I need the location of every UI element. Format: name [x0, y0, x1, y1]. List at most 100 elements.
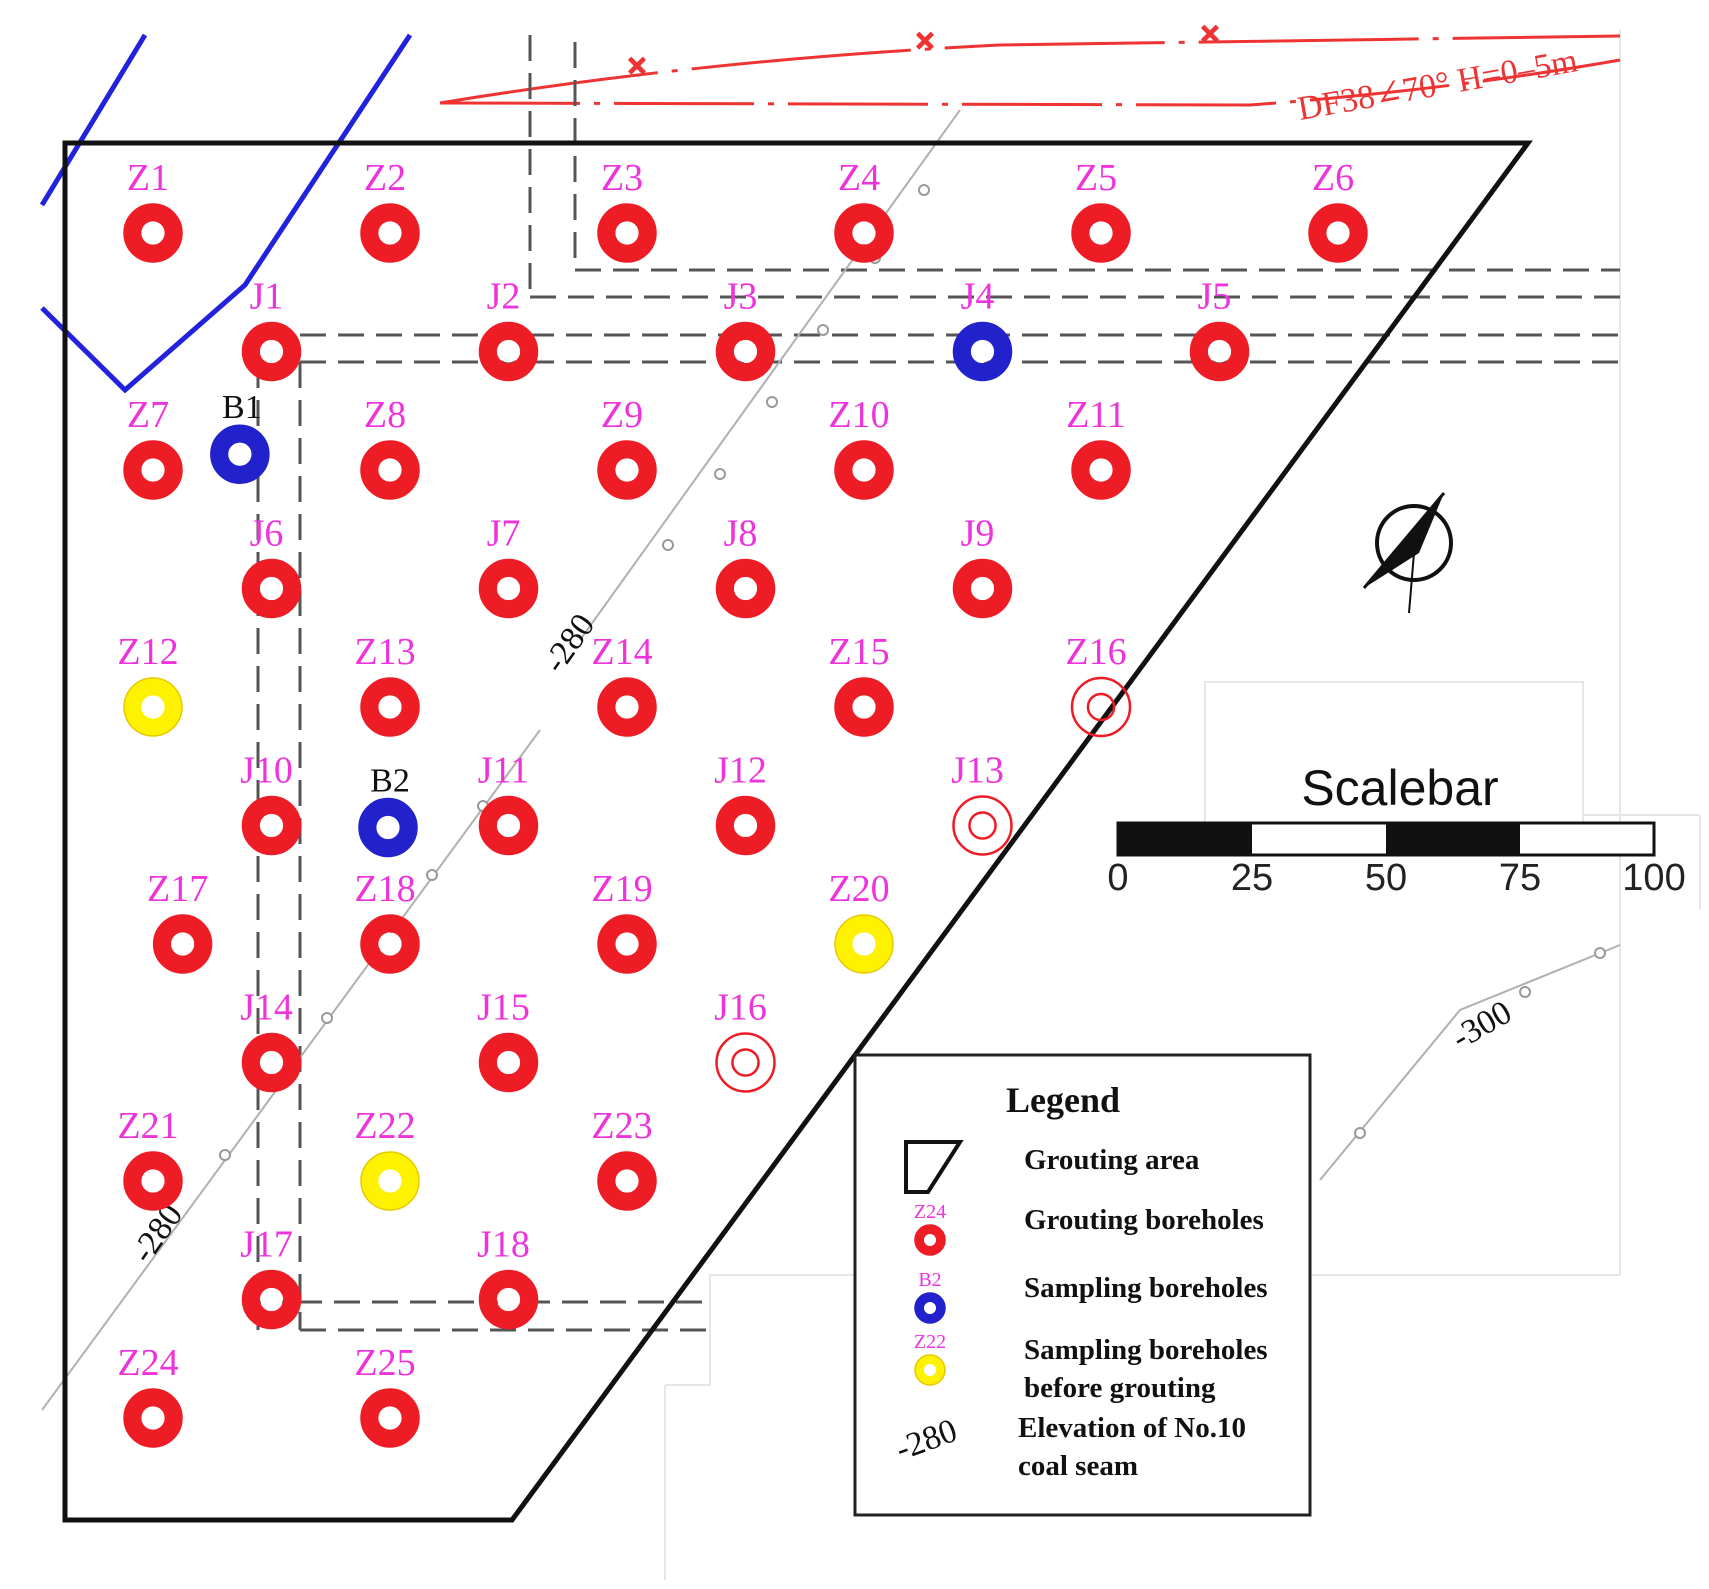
borehole-j1[interactable]: J1 — [241, 276, 302, 382]
borehole-j14[interactable]: J14 — [240, 987, 302, 1093]
borehole-label: J12 — [714, 750, 767, 792]
borehole-j10[interactable]: J10 — [240, 750, 302, 856]
borehole-center — [228, 443, 251, 466]
borehole-z15[interactable]: Z15 — [828, 631, 894, 737]
borehole-z14[interactable]: Z14 — [591, 631, 657, 737]
borehole-outline — [123, 203, 183, 263]
borehole-j3[interactable]: J3 — [715, 276, 776, 382]
borehole-z17[interactable]: Z17 — [147, 868, 213, 974]
borehole-j11[interactable]: J11 — [478, 750, 539, 856]
sampling-hole-b2[interactable]: B2 — [358, 763, 418, 858]
borehole-j16[interactable]: J16 — [714, 987, 776, 1093]
borehole-label: Z4 — [838, 157, 880, 199]
borehole-ring — [242, 1033, 301, 1092]
borehole-label: J17 — [240, 1224, 293, 1266]
borehole-ring — [598, 203, 657, 262]
borehole-j12[interactable]: J12 — [714, 750, 776, 856]
borehole-center — [924, 1302, 936, 1314]
borehole-ring — [359, 798, 418, 857]
borehole-j5[interactable]: J5 — [1189, 276, 1250, 382]
contour-markers — [219, 184, 1606, 1161]
borehole-z4[interactable]: Z4 — [834, 157, 894, 263]
legend-sample-label: Z24 — [914, 1201, 946, 1223]
borehole-label: Z7 — [127, 394, 169, 436]
sampling-hole-label: B1 — [222, 389, 262, 426]
borehole-j8[interactable]: J8 — [715, 513, 776, 619]
borehole-z1[interactable]: Z1 — [123, 157, 183, 263]
borehole-outline — [123, 1388, 183, 1448]
borehole-z7[interactable]: Z7 — [123, 394, 183, 500]
borehole-z22[interactable]: Z22 — [354, 1105, 420, 1211]
borehole-ring — [598, 441, 657, 500]
borehole-j7[interactable]: J7 — [478, 513, 539, 619]
borehole-j9[interactable]: J9 — [952, 513, 1013, 619]
borehole-center — [924, 1234, 936, 1246]
borehole-outline — [597, 914, 657, 974]
borehole-j17[interactable]: J17 — [240, 1224, 302, 1330]
contour-line — [579, 109, 961, 641]
borehole-label: J16 — [714, 987, 767, 1029]
borehole-ring — [242, 796, 301, 855]
borehole-outline — [914, 1224, 946, 1256]
borehole-outline — [952, 558, 1013, 619]
borehole-label: Z16 — [1065, 631, 1126, 673]
borehole-center — [378, 932, 402, 956]
borehole-outline — [597, 203, 657, 263]
borehole-label: J14 — [240, 987, 293, 1029]
borehole-z23[interactable]: Z23 — [591, 1105, 657, 1211]
borehole-outline — [834, 914, 894, 974]
borehole-z8[interactable]: Z8 — [360, 394, 420, 500]
borehole-center — [497, 577, 520, 600]
borehole-outer-ring — [952, 795, 1013, 856]
borehole-z21[interactable]: Z21 — [117, 1105, 183, 1211]
sampling-hole-b1[interactable]: B1 — [210, 389, 270, 484]
borehole-z24[interactable]: Z24 — [117, 1342, 183, 1448]
fault-label: DF38∠70° H=0–5m — [1295, 42, 1580, 128]
borehole-z13[interactable]: Z13 — [354, 631, 420, 737]
borehole-j13[interactable]: J13 — [951, 750, 1013, 856]
borehole-label: Z25 — [354, 1342, 415, 1384]
borehole-z9[interactable]: Z9 — [597, 394, 657, 500]
borehole-z5[interactable]: Z5 — [1071, 157, 1131, 263]
contour-line — [1319, 944, 1621, 1181]
borehole-outline — [123, 677, 183, 737]
borehole-ring — [479, 796, 538, 855]
borehole-z20[interactable]: Z20 — [828, 868, 894, 974]
borehole-outline — [1071, 440, 1131, 500]
borehole-j2[interactable]: J2 — [478, 276, 539, 382]
borehole-center — [971, 577, 994, 600]
borehole-center — [734, 814, 757, 837]
borehole-label: Z12 — [117, 631, 178, 673]
borehole-label: Z21 — [117, 1105, 178, 1147]
borehole-z11[interactable]: Z11 — [1066, 394, 1131, 500]
borehole-ring — [1071, 441, 1130, 500]
borehole-z12[interactable]: Z12 — [117, 631, 183, 737]
borehole-center — [615, 1169, 639, 1193]
borehole-z25[interactable]: Z25 — [354, 1342, 420, 1448]
borehole-ring — [835, 915, 894, 974]
borehole-z16[interactable]: Z16 — [1065, 631, 1132, 738]
borehole-z10[interactable]: Z10 — [828, 394, 894, 500]
borehole-z3[interactable]: Z3 — [597, 157, 657, 263]
borehole-center — [497, 1288, 520, 1311]
borehole-j4[interactable]: J4 — [952, 276, 1013, 382]
borehole-j6[interactable]: J6 — [241, 513, 302, 619]
borehole-j15[interactable]: J15 — [477, 987, 539, 1093]
borehole-label: J10 — [240, 750, 293, 792]
borehole-z18[interactable]: Z18 — [354, 868, 420, 974]
borehole-z19[interactable]: Z19 — [591, 868, 657, 974]
borehole-z6[interactable]: Z6 — [1308, 157, 1368, 263]
borehole-ring — [716, 322, 775, 381]
fault-cross-mark: × — [627, 48, 646, 85]
borehole-center — [141, 221, 165, 245]
borehole-ring — [361, 1151, 420, 1210]
borehole-j18[interactable]: J18 — [477, 1224, 539, 1330]
borehole-z2[interactable]: Z2 — [360, 157, 420, 263]
scalebar-title: Scalebar — [1301, 760, 1498, 816]
borehole-center — [141, 695, 165, 719]
contour-label: -300 — [1446, 994, 1518, 1057]
